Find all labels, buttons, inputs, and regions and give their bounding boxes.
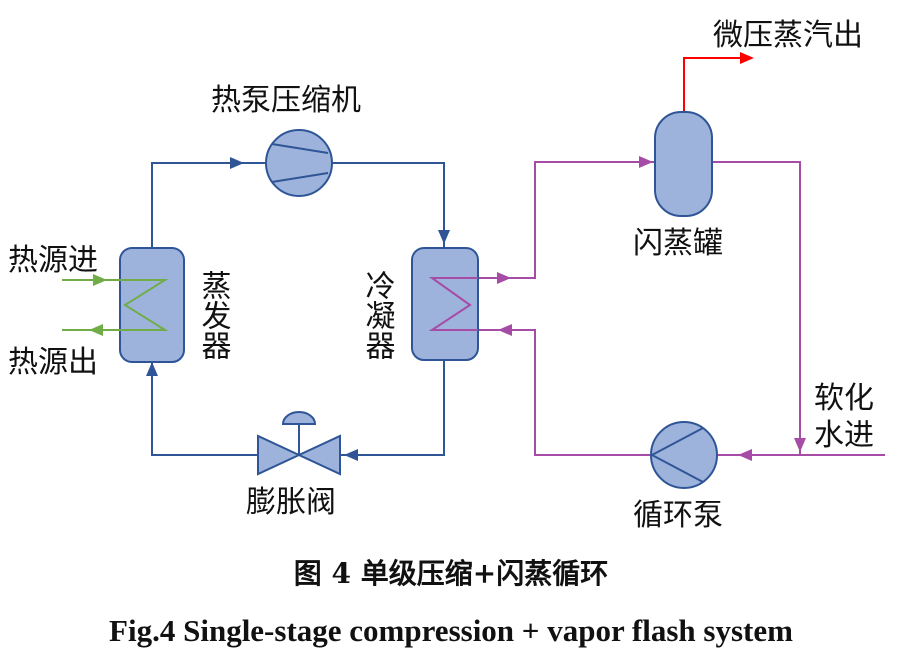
flow-arrow: [738, 449, 752, 461]
circulation-pump: [650, 421, 718, 489]
caption-chinese: 图 4 单级压缩+闪蒸循环: [294, 557, 608, 590]
flow-arrow: [93, 274, 107, 286]
evaporator: [119, 247, 185, 363]
condenser: [411, 247, 479, 361]
pipe-flash-tank-to-junction: [712, 161, 801, 455]
pipe-steam-out: [683, 57, 745, 112]
flow-arrow: [438, 230, 450, 244]
heat-pump-compressor: [265, 129, 333, 197]
pipe-condenser-to-flash-tank: [478, 161, 655, 279]
refrigerant-loop: [151, 162, 445, 456]
flash-tank: [654, 111, 713, 217]
label-soft-water-in-line1: 软化: [814, 381, 874, 416]
condenser-coil: [428, 277, 478, 331]
flow-arrow: [794, 438, 806, 452]
label-heat-source-out: 热源出: [8, 345, 98, 380]
heat-source-lines: [62, 279, 169, 331]
label-condenser: 冷凝器: [360, 270, 396, 360]
flow-arrow: [740, 52, 754, 64]
pipe-valve-to-evaporator: [151, 362, 258, 456]
label-evaporator: 蒸发器: [196, 270, 232, 360]
label-circulation-pump: 循环泵: [633, 498, 723, 533]
flow-arrow: [639, 156, 653, 168]
flow-arrow: [498, 324, 512, 336]
pipe-compressor-to-condenser: [330, 162, 445, 248]
pipe-pump-to-condenser: [478, 329, 650, 456]
label-flash-tank: 闪蒸罐: [633, 226, 723, 261]
flow-arrow: [230, 157, 244, 169]
expansion-valve: [257, 411, 341, 476]
flow-arrow: [146, 362, 158, 376]
caption-english: Fig.4 Single-stage compression + vapor f…: [109, 613, 793, 648]
label-compressor: 热泵压缩机: [211, 83, 361, 118]
flow-arrow: [497, 272, 511, 284]
label-expansion-valve: 膨胀阀: [246, 485, 336, 520]
label-steam-out: 微压蒸汽出: [713, 18, 863, 53]
flow-arrow: [89, 324, 103, 336]
label-heat-source-in: 热源进: [8, 243, 98, 278]
pipe-evaporator-to-compressor: [151, 162, 268, 248]
pipe-condenser-to-valve: [340, 360, 445, 456]
flow-arrow: [344, 449, 358, 461]
label-soft-water-in-line2: 水进: [814, 418, 874, 453]
